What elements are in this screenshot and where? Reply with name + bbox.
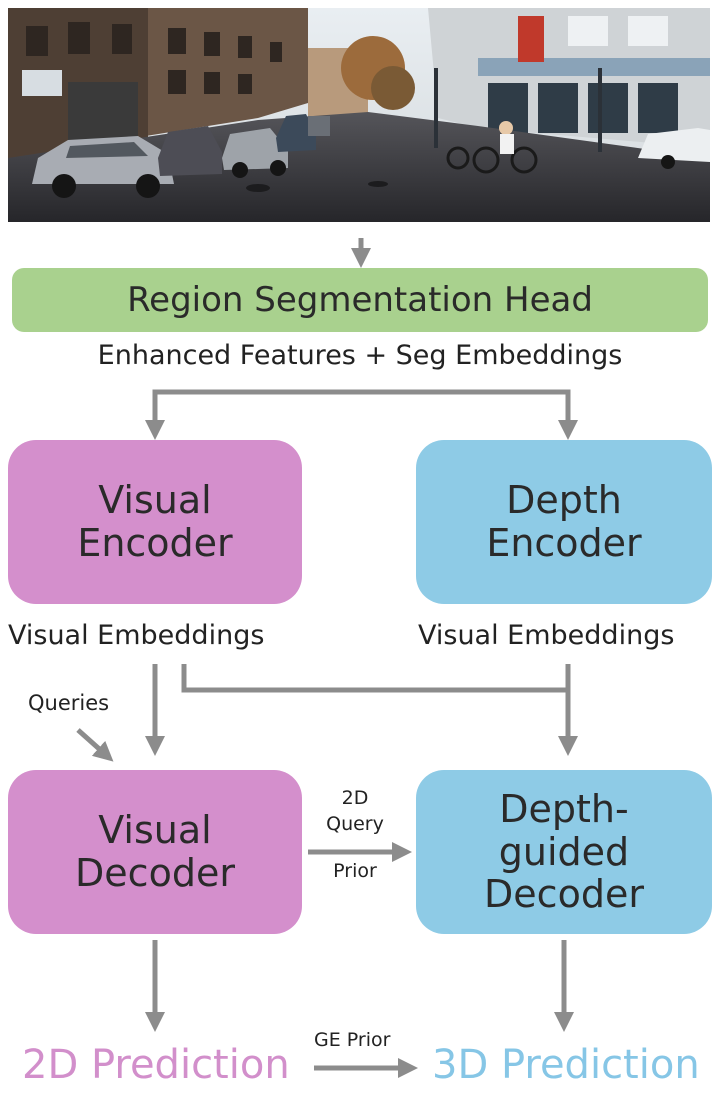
depth-guided-decoder-box: Depth- guided Decoder <box>416 770 712 934</box>
arrow-seg-to-depth-encoder <box>360 389 578 440</box>
depth-encoder-label-line2: Encoder <box>486 521 642 565</box>
visual-embeddings-label-right: Visual Embeddings <box>418 620 675 651</box>
visual-encoder-box: Visual Encoder <box>8 440 302 604</box>
arrow-seg-to-visual-encoder <box>145 389 360 440</box>
depth-decoder-label-line2: guided <box>498 829 630 874</box>
visual-decoder-label-line1: Visual <box>98 808 212 853</box>
arrow-visual-emb-to-depth-decoder <box>181 664 568 693</box>
enhanced-features-label: Enhanced Features + Seg Embeddings <box>97 340 623 371</box>
depth-decoder-label-line1: Depth- <box>499 787 629 832</box>
arrow-queries <box>76 728 114 762</box>
prediction-2d-label: 2D Prediction <box>22 1042 290 1088</box>
ge-prior-label: GE Prior <box>314 1029 391 1051</box>
visual-encoder-label-line2: Encoder <box>77 521 233 565</box>
queries-label: Queries <box>28 691 110 715</box>
visual-encoder-label-line1: Visual <box>98 478 212 523</box>
visual-decoder-label-line2: Decoder <box>75 851 235 895</box>
depth-encoder-label-line1: Depth <box>506 478 622 523</box>
query-prior-label: 2D Query Prior <box>312 786 398 885</box>
street-scene-photo <box>8 8 710 222</box>
query-prior-line3: Prior <box>333 860 377 883</box>
visual-decoder-box: Visual Decoder <box>8 770 302 934</box>
query-prior-line2: Query <box>326 812 384 835</box>
region-segmentation-head-label: Region Segmentation Head <box>127 279 593 320</box>
depth-encoder-box: Depth Encoder <box>416 440 712 604</box>
region-segmentation-head-box: Region Segmentation Head <box>12 268 708 332</box>
prediction-3d-label: 3D Prediction <box>432 1042 700 1088</box>
depth-decoder-label-line3: Decoder <box>484 872 644 917</box>
visual-embeddings-label-left: Visual Embeddings <box>8 620 265 651</box>
query-prior-line1: 2D <box>341 787 369 809</box>
